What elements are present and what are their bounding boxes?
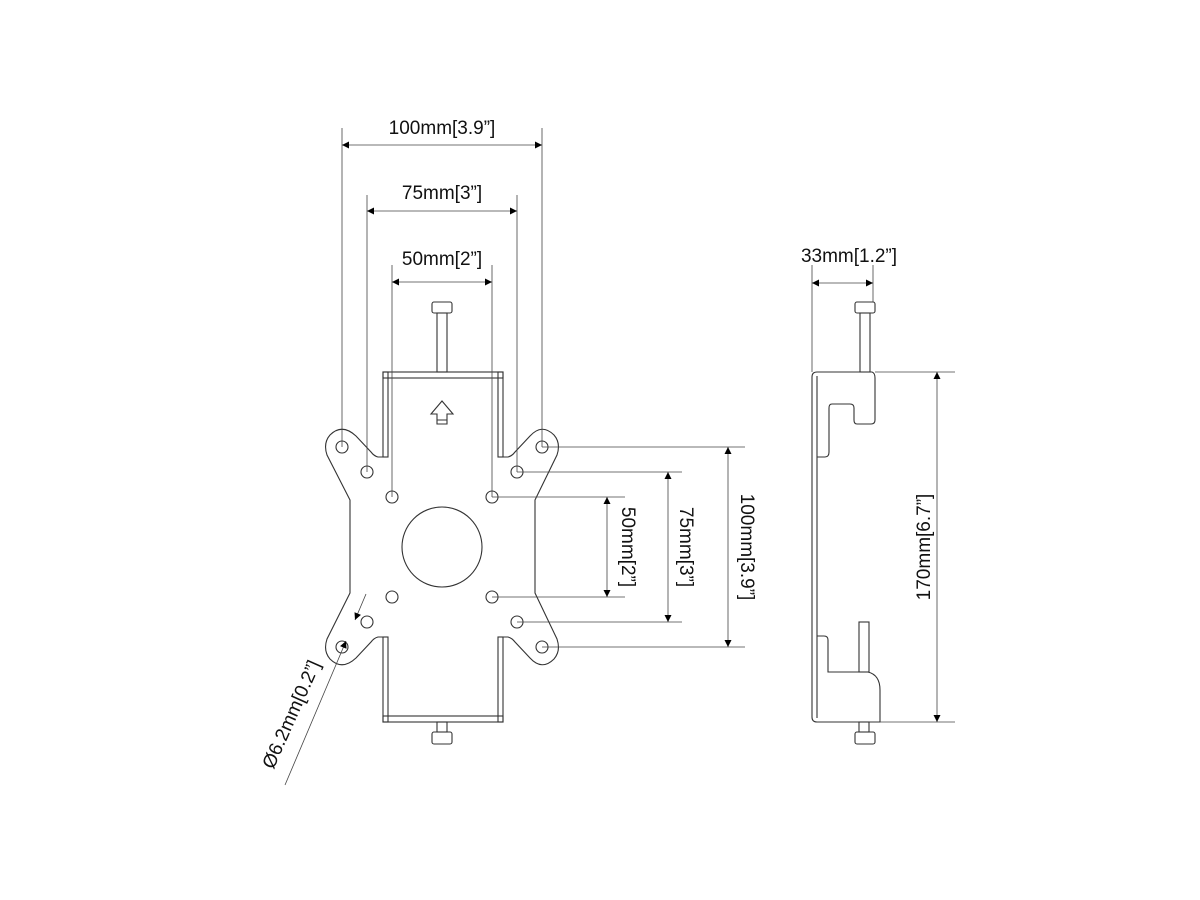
- dim-width-75: 75mm[3”]: [402, 183, 482, 204]
- side-extension-lines: [811, 265, 955, 723]
- dim-width-50: 50mm[2”]: [402, 249, 482, 270]
- bottom-bracket: [382, 636, 504, 723]
- bottom-screw: [431, 721, 453, 745]
- side-dimension-lines: [812, 279, 941, 722]
- side-plate: [811, 371, 881, 723]
- mounting-holes: [335, 440, 549, 654]
- dim-height-75: 75mm[3”]: [675, 507, 696, 587]
- side-bottom-screw: [854, 721, 876, 745]
- up-arrow-icon: [429, 400, 455, 425]
- dim-height-50: 50mm[2”]: [617, 507, 638, 587]
- side-bottom-pin: [858, 621, 870, 673]
- plate-outline: [324, 428, 560, 666]
- dimension-lines: [284, 141, 732, 786]
- dim-height-100: 100mm[3.9”]: [736, 494, 757, 601]
- top-bracket: [382, 371, 504, 458]
- dim-height-170: 170mm[6.7”]: [914, 494, 935, 601]
- dim-hole-diameter: Ø6.2mm[0.2”]: [259, 657, 325, 772]
- front-view: 100mm[3.9”] 75mm[3”] 50mm[2”] 50mm[2”] 7…: [259, 118, 757, 786]
- dim-depth-33: 33mm[1.2”]: [801, 246, 897, 267]
- top-screw: [431, 301, 453, 373]
- side-view: 33mm[1.2”] 170mm[6.7”]: [801, 246, 955, 745]
- side-top-screw: [854, 301, 876, 373]
- extension-lines: [341, 128, 745, 648]
- dim-width-100: 100mm[3.9”]: [389, 118, 496, 139]
- center-hole: [401, 506, 483, 588]
